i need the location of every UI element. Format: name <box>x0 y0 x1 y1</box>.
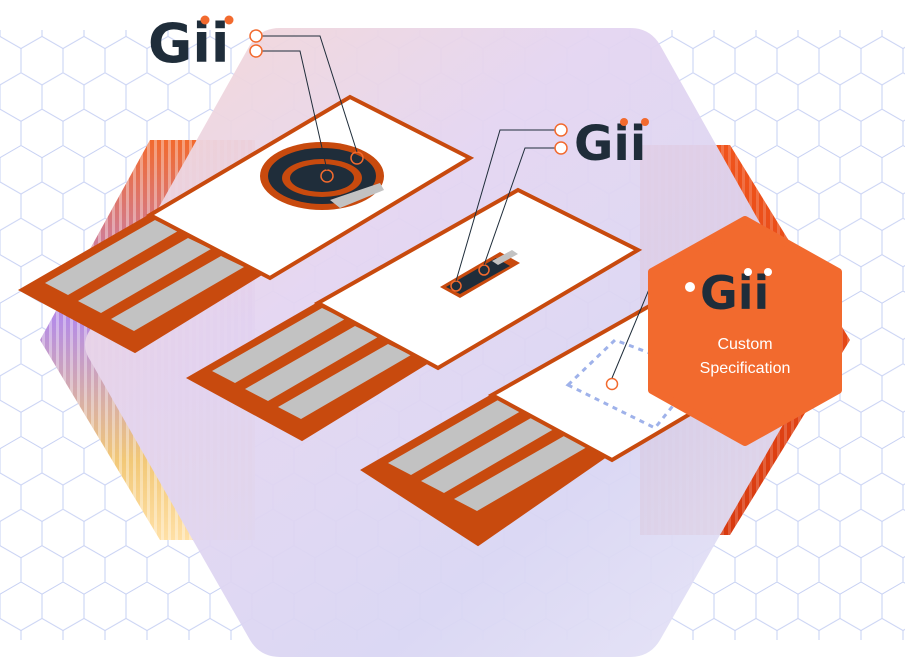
contact-pad <box>111 256 244 331</box>
contact-pad <box>45 220 178 295</box>
contact-pad <box>421 418 554 493</box>
badge-line-1: Custom <box>717 336 772 353</box>
logo-text: Gii <box>574 116 646 172</box>
linear-sensor <box>440 250 520 298</box>
sensor-card-1 <box>17 94 475 354</box>
logo-text: Gii <box>148 12 229 75</box>
connector-dots <box>249 29 568 155</box>
contact-pad <box>388 400 521 475</box>
contact-pad <box>278 344 411 419</box>
custom-sensor-point <box>605 377 619 391</box>
contact-pad <box>454 436 587 511</box>
gii-logo-top: Gii <box>148 12 234 75</box>
custom-specification-badge: Gii Custom Specification <box>648 216 842 446</box>
circular-sensor <box>260 142 384 210</box>
sensor-card-2 <box>185 187 643 442</box>
contact-pad <box>212 308 345 383</box>
badge-logo-text: Gii <box>700 266 769 320</box>
custom-sensor-outline <box>565 338 703 430</box>
contact-pad <box>245 326 378 401</box>
contact-pad <box>78 238 211 313</box>
badge-line-2: Specification <box>700 360 791 377</box>
badge-connector-dot <box>685 282 695 292</box>
gii-logo-middle: Gii <box>574 116 649 172</box>
